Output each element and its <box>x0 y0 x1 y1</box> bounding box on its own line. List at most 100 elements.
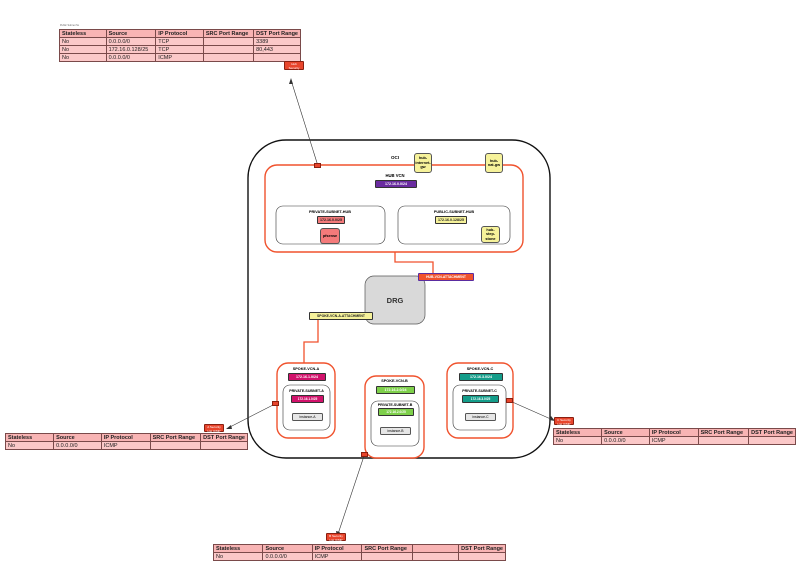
cell: 80,443 <box>253 45 301 54</box>
cell: 0.0.0.0/0 <box>105 53 157 62</box>
cell: 0.0.0.0/0 <box>262 552 313 561</box>
private-subnet-hub-cidr: 172.16.0.0/25 <box>317 216 345 224</box>
cell: No <box>4 441 55 450</box>
arrowhead-right <box>549 416 555 421</box>
seclist-callout-hub[interactable]: Hub Security List TCP <box>284 61 304 73</box>
seclist-marker-c[interactable] <box>506 398 513 403</box>
hub-drg-link <box>394 252 434 274</box>
cell <box>202 53 255 62</box>
private-subnet-b-cidr: 172.16.2.0/25 <box>378 408 414 416</box>
col-header: DST Port Range <box>253 29 301 38</box>
cell <box>253 53 301 62</box>
private-subnet-hub-box <box>275 205 386 245</box>
col-header: Source <box>105 29 157 38</box>
col-header <box>412 544 460 553</box>
table-row: No 0.0.0.0/0 TCP 3389 <box>59 37 301 46</box>
hub-nat-gw[interactable]: hub-nat-gw <box>485 153 503 173</box>
spoke-vcn-b-cidr: 172.16.2.0/24 <box>376 386 415 394</box>
seclist-callout-b[interactable]: B Security List ICMP <box>326 533 346 541</box>
spoke-vcn-a-attachment[interactable]: SPOKE-VCN-A-ATTACHMENT <box>309 312 373 320</box>
cell <box>202 45 255 54</box>
table-row: No 0.0.0.0/0 ICMP <box>552 436 796 445</box>
cell <box>361 552 414 561</box>
spoke-c-security-rules-table: Stateless Source IP Protocol SRC Port Ra… <box>552 428 796 445</box>
cell <box>697 436 750 445</box>
drg-box <box>364 275 426 325</box>
top-security-rules-table: Stateless Source IP Protocol SRC Port Ra… <box>59 29 301 62</box>
col-header: Source <box>53 433 102 442</box>
private-subnet-hub-label: PRIVATE-SUBNET-HUB <box>308 210 352 214</box>
cell: 3389 <box>253 37 301 46</box>
top-table-caption: Public Subnet SL <box>60 24 80 27</box>
cell: 0.0.0.0/0 <box>601 436 650 445</box>
oci-label: OCI <box>390 155 399 160</box>
col-header: IP Protocol <box>100 433 151 442</box>
pfsense-instance[interactable]: pfsense <box>320 228 340 244</box>
col-header: DST Port Range <box>748 428 796 437</box>
spoke-b-security-rules-table: Stateless Source IP Protocol SRC Port Ra… <box>212 544 506 561</box>
public-subnet-hub-cidr: 172.16.0.128/25 <box>435 216 467 224</box>
private-subnet-a-label: PRIVATE-SUBNET-A <box>289 389 324 393</box>
cell <box>458 552 506 561</box>
instance-b[interactable]: instance-B <box>380 427 411 435</box>
hub-step-stone-instance[interactable]: hub-step-stone <box>481 226 500 243</box>
col-header: SRC Port Range <box>361 544 414 553</box>
cell <box>202 37 255 46</box>
cell: 172.16.0.128/25 <box>105 45 157 54</box>
col-header: Source <box>262 544 313 553</box>
seclist-right-arrow <box>509 400 554 421</box>
spoke-vcn-a-label: SPOKE-VCN-A <box>292 367 320 371</box>
instance-c[interactable]: instance-C <box>465 413 496 421</box>
arrowhead-left <box>226 425 232 429</box>
cell: TCP <box>155 45 204 54</box>
seclist-left-arrow <box>227 403 276 429</box>
arrowhead-top <box>289 78 293 84</box>
cell: No <box>59 53 107 62</box>
table-row: No 0.0.0.0/0 ICMP <box>212 552 506 561</box>
col-header: Stateless <box>552 428 603 437</box>
col-header: Stateless <box>212 544 264 553</box>
cell: ICMP <box>648 436 699 445</box>
col-header: IP Protocol <box>648 428 699 437</box>
seclist-marker-b[interactable] <box>361 452 368 457</box>
cell <box>200 441 248 450</box>
spoke-vcn-a-cidr: 172.16.1.0/24 <box>288 373 326 381</box>
seclist-marker-hub[interactable] <box>314 163 321 168</box>
col-header: IP Protocol <box>311 544 363 553</box>
col-header: SRC Port Range <box>697 428 750 437</box>
col-header: Stateless <box>4 433 55 442</box>
cell <box>412 552 460 561</box>
private-subnet-c-cidr: 172.16.3.0/25 <box>462 395 499 403</box>
private-subnet-c-label: PRIVATE-SUBNET-C <box>462 389 497 393</box>
table-row: No 0.0.0.0/0 ICMP <box>59 53 301 62</box>
hub-vcn-attachment[interactable]: HUB-VCN-ATTACHMENT <box>418 273 474 281</box>
private-subnet-b-label: PRIVATE-SUBNET-B <box>377 403 413 407</box>
hub-vcn-cidr: 172.16.0.0/24 <box>375 180 417 188</box>
spoke-vcn-c-label: SPOKE-VCN-C <box>466 367 494 371</box>
col-header: Source <box>601 428 650 437</box>
seclist-callout-c[interactable]: C Security List ICMP <box>554 417 574 425</box>
cell: ICMP <box>155 53 204 62</box>
table-row: No 0.0.0.0/0 ICMP <box>4 441 248 450</box>
seclist-top-arrow <box>290 79 319 167</box>
cell <box>748 436 796 445</box>
col-header: Stateless <box>59 29 107 38</box>
cell: ICMP <box>311 552 363 561</box>
cell: No <box>59 37 107 46</box>
drg-label: DRG <box>386 296 404 305</box>
seclist-marker-a[interactable] <box>272 401 279 406</box>
cell: No <box>59 45 107 54</box>
cell: TCP <box>155 37 204 46</box>
spoke-vcn-c-cidr: 172.16.3.0/24 <box>459 373 503 381</box>
cell: No <box>552 436 603 445</box>
col-header: IP Protocol <box>155 29 204 38</box>
instance-a[interactable]: instance-A <box>292 413 323 421</box>
seclist-callout-a[interactable]: A Security List ICMP <box>204 424 224 432</box>
col-header: DST Port Range <box>200 433 248 442</box>
cell: ICMP <box>100 441 151 450</box>
col-header: DST Port Range <box>458 544 506 553</box>
hub-vcn-label: HUB VCN <box>385 173 405 178</box>
hub-internet-gw[interactable]: hub-internet-gw <box>414 153 432 173</box>
private-subnet-a-cidr: 172.16.1.0/25 <box>291 395 324 403</box>
